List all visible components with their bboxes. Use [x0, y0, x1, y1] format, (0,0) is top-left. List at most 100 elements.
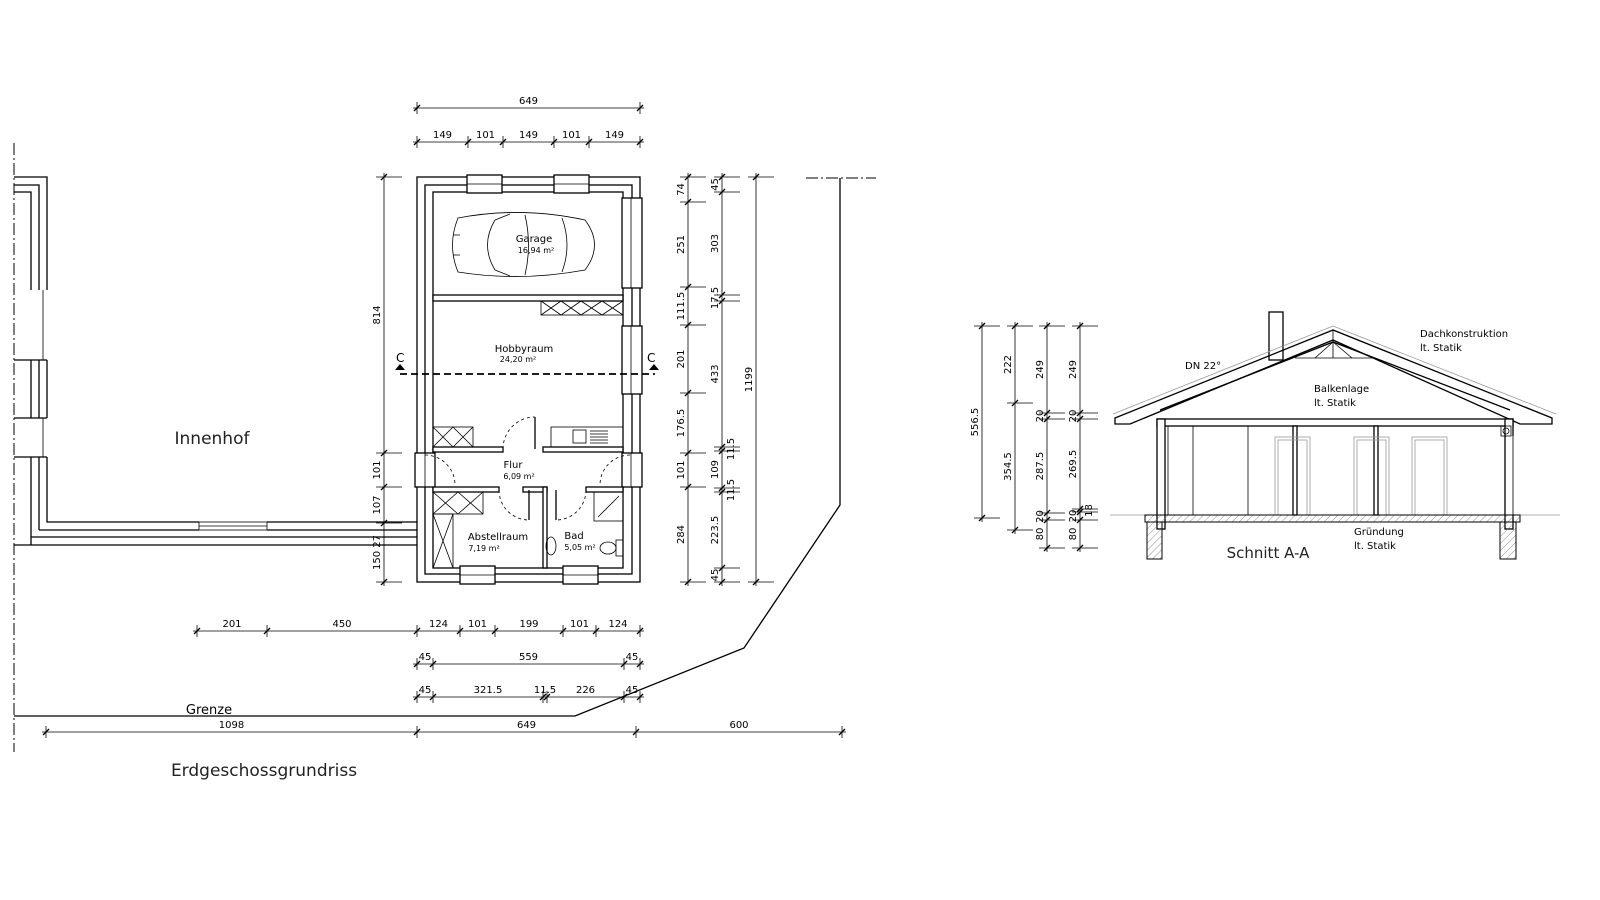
dimension-label: 251: [676, 235, 687, 254]
dimension-tick: [684, 321, 692, 329]
section-line-marker: C C: [395, 351, 659, 375]
dimension-tick: [752, 578, 760, 586]
dimension-label: 269.5: [1068, 450, 1079, 479]
dimension-label: 284: [676, 525, 687, 544]
dimension-tick: [1076, 409, 1084, 417]
section-doors: [1274, 436, 1448, 516]
dimension-tick: [718, 488, 726, 496]
dimension-label: 222: [1003, 355, 1014, 374]
room-area-hobbyraum: 24,20 m²: [500, 355, 536, 364]
dimension-label: 124: [429, 619, 448, 630]
room-area-abstellraum: 7,19 m²: [468, 544, 499, 553]
dimension-tick: [1043, 409, 1051, 417]
dimension-label: 74: [676, 183, 687, 196]
courtyard-label: Innenhof: [175, 429, 251, 449]
dimension-tick: [620, 660, 628, 668]
note-foundation-title: Gründung: [1354, 527, 1404, 538]
dimension-label: 226: [576, 685, 595, 696]
note-beams-title: Balkenlage: [1314, 384, 1369, 395]
dimension-tick: [752, 173, 760, 181]
dimension-tick: [838, 728, 846, 736]
foundation-left: [1146, 521, 1163, 560]
dimension-label: 18: [1084, 504, 1095, 517]
section-mark-right: C: [647, 351, 655, 365]
room-area-bad: 5,05 m²: [564, 543, 595, 552]
section-title: Schnitt A-A: [1227, 544, 1310, 562]
dimension-tick: [413, 728, 421, 736]
dimension-label: 559: [519, 652, 538, 663]
dimension-label: 45: [626, 652, 639, 663]
dimension-tick: [636, 104, 644, 112]
dimension-tick: [380, 578, 388, 586]
dimension-label: 101: [476, 130, 495, 141]
dimension-tick: [718, 291, 726, 299]
dimension-label: 600: [729, 720, 748, 731]
room-name-garage: Garage: [516, 234, 553, 245]
dimension-label: 223.5: [710, 516, 721, 545]
dimension-label: 101: [468, 619, 487, 630]
dimension-label: 11.5: [726, 438, 737, 460]
dimension-tick: [1011, 322, 1019, 330]
dimension-tick: [718, 443, 726, 451]
dimension-label: 111.5: [676, 292, 687, 321]
dimension-label: 149: [605, 130, 624, 141]
dimension-tick: [718, 188, 726, 196]
dimension-tick: [585, 138, 593, 146]
dimension-label: 1098: [219, 720, 244, 731]
dimension-label: 199: [519, 619, 538, 630]
dimension-label: 201: [222, 619, 241, 630]
property-boundary-line: [14, 178, 841, 717]
dimension-tick: [684, 389, 692, 397]
dimension-tick: [380, 519, 388, 527]
dimension-label: 45: [419, 652, 432, 663]
dimension-tick: [550, 138, 558, 146]
dimension-tick: [413, 138, 421, 146]
dimension-tick: [491, 627, 499, 635]
dimension-tick: [1076, 322, 1084, 330]
dimension-label: 45: [626, 685, 639, 696]
dimension-tick: [413, 627, 421, 635]
dimension-tick: [636, 138, 644, 146]
dimension-tick: [1043, 509, 1051, 517]
boundary-label: Grenze: [186, 703, 232, 718]
dimension-label: 450: [332, 619, 351, 630]
section-view: DN 22° Dachkonstruktion lt. Statik Balke…: [970, 311, 1560, 562]
dimension-label: 249: [1035, 360, 1046, 379]
dimension-label: 17.5: [710, 287, 721, 309]
dimension-label: 107: [372, 495, 383, 514]
room-name-bad: Bad: [564, 531, 583, 542]
dimension-label: 20: [1068, 410, 1079, 423]
dimension-tick: [429, 660, 437, 668]
dimension-label: 556.5: [970, 408, 981, 437]
dimension-tick: [684, 198, 692, 206]
dimension-tick: [718, 484, 726, 492]
dimension-tick: [1011, 399, 1019, 407]
dimension-tick: [592, 627, 600, 635]
dimension-label: 109: [710, 460, 721, 479]
dimension-label: 149: [519, 130, 538, 141]
room-name-flur: Flur: [504, 460, 524, 471]
dimension-tick: [499, 138, 507, 146]
dimension-tick: [684, 283, 692, 291]
dimension-tick: [718, 447, 726, 455]
dimension-label: 80: [1068, 528, 1079, 541]
dimension-label: 11.5: [534, 685, 556, 696]
foundation-right: [1499, 521, 1517, 560]
room-area-garage: 16,94 m²: [518, 246, 554, 255]
plan-title: Erdgeschossgrundriss: [171, 761, 357, 781]
chimney: [1268, 311, 1284, 361]
roof-pitch-label: DN 22°: [1185, 361, 1221, 372]
dimension-label: 303: [710, 234, 721, 253]
dimension-tick: [380, 449, 388, 457]
section-walls: [1156, 418, 1514, 530]
dimension-tick: [1043, 544, 1051, 552]
dimension-tick: [1043, 516, 1051, 524]
dimension-label: 45: [710, 178, 721, 191]
dimension-label: 124: [608, 619, 627, 630]
dimension-tick: [718, 578, 726, 586]
dimension-tick: [539, 693, 547, 701]
neighbour-building-walls: [14, 176, 417, 546]
dimension-label: 150 27: [372, 535, 383, 570]
dimension-label: 433: [710, 364, 721, 383]
note-roof-sub: lt. Statik: [1420, 343, 1462, 354]
